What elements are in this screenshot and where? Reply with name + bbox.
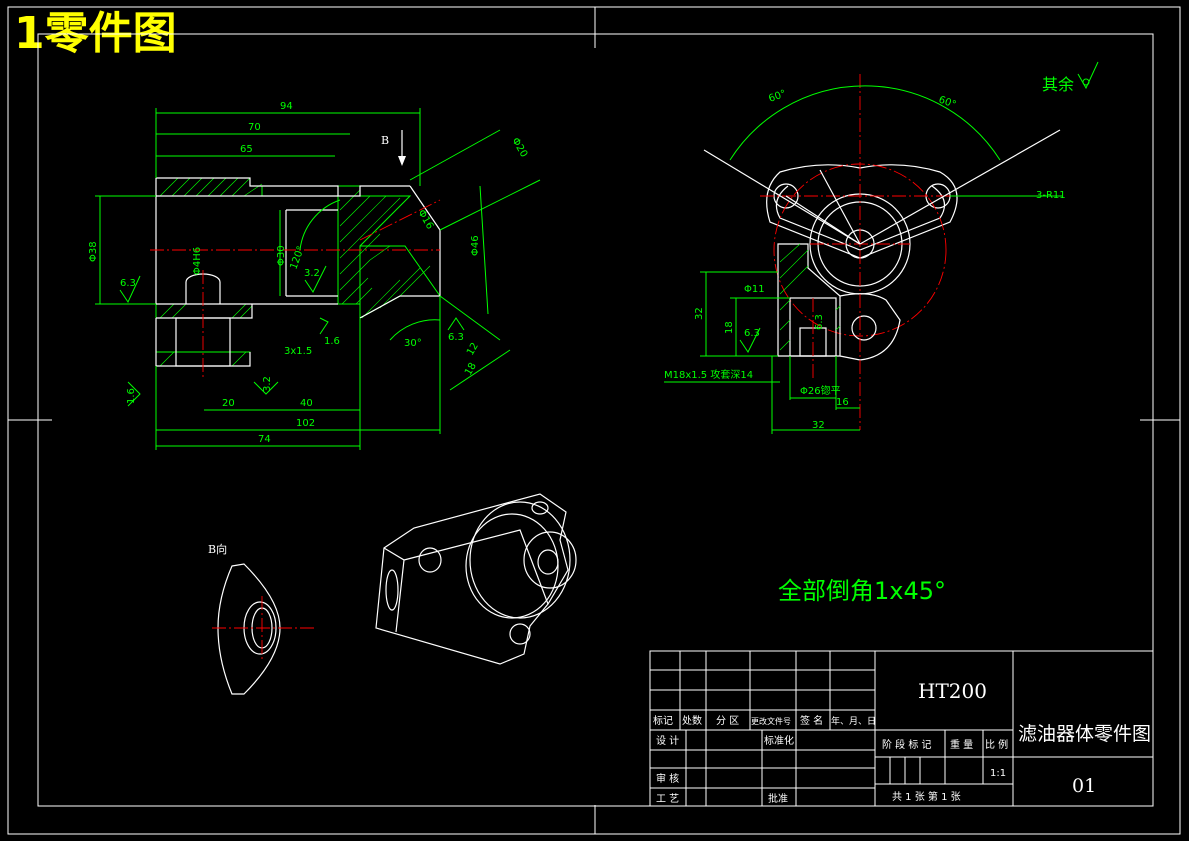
- dim-ra32b: 3.2: [262, 376, 273, 392]
- dim-18: 18: [463, 361, 479, 378]
- dim-d26: Φ26锪平: [800, 384, 841, 397]
- drawing-frame: [7, 6, 1181, 835]
- dim-70: 70: [248, 122, 261, 133]
- front-section-view: [95, 108, 541, 450]
- tb-stage-mark: 阶 段 标 记: [882, 738, 932, 751]
- tb-riqi: 年、月、日: [831, 715, 876, 727]
- tb-weight: 重 量: [950, 738, 973, 751]
- dim-d20: Φ20: [509, 136, 529, 159]
- dim-ra32: 3.2: [304, 268, 320, 279]
- tb-fenqu: 分 区: [716, 715, 739, 727]
- dim-m18: M18x1.5 攻套深14: [664, 368, 753, 381]
- dim-94: 94: [280, 101, 293, 112]
- dim-d11: Φ11: [744, 284, 765, 295]
- dim-32-vert: 32: [694, 307, 705, 320]
- isometric-view: [375, 493, 577, 665]
- dim-20: 20: [222, 398, 235, 409]
- dim-65: 65: [240, 144, 253, 155]
- dim-12: 12: [465, 341, 481, 358]
- dim-3r11: 3-R11: [1036, 190, 1066, 201]
- tb-wenjian: 更改文件号: [751, 716, 791, 726]
- tb-gongyi: 工 艺: [656, 793, 679, 805]
- dim-60deg-right: 60°: [937, 94, 957, 110]
- surface-finish-note: 其余: [1042, 75, 1074, 94]
- side-view: [664, 61, 1099, 434]
- dim-d16: Φ16: [415, 208, 435, 231]
- dim-74: 74: [258, 434, 271, 445]
- tb-drawing-no: 01: [1072, 775, 1096, 797]
- dim-18-vert: 18: [724, 321, 735, 334]
- tb-pizhun: 批准: [768, 792, 788, 805]
- tb-qianming: 签 名: [800, 714, 823, 727]
- tb-drawing-name: 滤油器体零件图: [1018, 723, 1151, 745]
- dim-ra63: 6.3: [120, 278, 136, 289]
- dim-ra16b: 1.6: [324, 336, 340, 347]
- dim-40: 40: [300, 398, 313, 409]
- b-direction-view: [212, 563, 316, 695]
- tb-biaozhunhua: 标准化: [764, 734, 794, 747]
- tb-biaoji: 标记: [653, 715, 673, 727]
- dim-32-horz: 32: [812, 420, 825, 431]
- dim-d30: Φ30: [276, 245, 287, 266]
- dim-3x15: 3x1.5: [284, 346, 312, 357]
- dim-ra63c: 6.3: [744, 328, 760, 339]
- dim-60deg-left: 60°: [767, 88, 787, 104]
- tb-shenhe: 审 核: [656, 772, 679, 785]
- dim-ra63b: 6.3: [448, 332, 464, 343]
- tb-scale-label: 比 例: [985, 738, 1008, 751]
- dim-d4h6: Φ4H6: [192, 247, 203, 275]
- tb-material: HT200: [918, 679, 987, 703]
- dim-30deg: 30°: [404, 338, 422, 349]
- dim-ra63d: 6.3: [814, 314, 825, 330]
- dim-16: 16: [836, 397, 849, 408]
- dim-ra16a: 1.6: [126, 388, 137, 404]
- tb-sheji: 设 计: [656, 734, 679, 747]
- title-block: [649, 650, 1154, 807]
- chamfer-note: 全部倒角1x45°: [778, 577, 946, 605]
- dim-d38: Φ38: [88, 241, 99, 262]
- tb-scale-value: 1:1: [990, 768, 1006, 779]
- dim-102: 102: [296, 418, 315, 429]
- section-label-b: B: [381, 134, 389, 147]
- tb-sheets: 共 1 张 第 1 张: [892, 790, 961, 803]
- dim-d46: Φ46: [470, 235, 481, 256]
- tb-chushu: 处数: [682, 714, 702, 727]
- view-label-b-direction: B向: [208, 542, 227, 556]
